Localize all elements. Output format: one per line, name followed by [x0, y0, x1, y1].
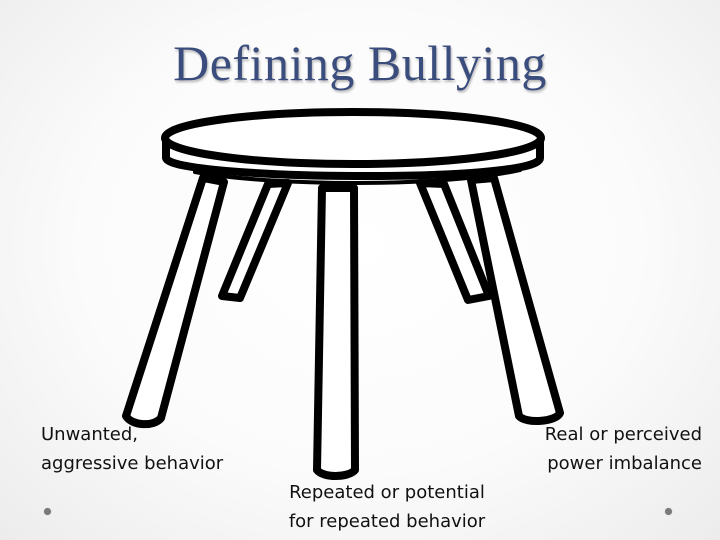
- leg-label-left-line-2: aggressive behavior: [41, 449, 223, 478]
- stool-seat-top: [165, 112, 541, 164]
- leg-label-right-line-2: power imbalance: [520, 449, 702, 478]
- stool-leg-back: [222, 183, 288, 298]
- leg-label-center: Repeated or potential for repeated behav…: [272, 478, 502, 536]
- leg-label-center-line-1: Repeated or potential: [272, 478, 502, 507]
- leg-label-center-line-2: for repeated behavior: [272, 507, 502, 536]
- stool-leg-center: [317, 188, 355, 476]
- stool-leg-left: [126, 178, 224, 424]
- leg-label-right: Real or perceived power imbalance: [520, 420, 702, 478]
- corner-dot-right: [665, 508, 672, 515]
- leg-label-left: Unwanted, aggressive behavior: [41, 420, 223, 478]
- leg-label-left-line-1: Unwanted,: [41, 420, 223, 449]
- corner-dot-left: [44, 508, 51, 515]
- leg-label-right-line-1: Real or perceived: [520, 420, 702, 449]
